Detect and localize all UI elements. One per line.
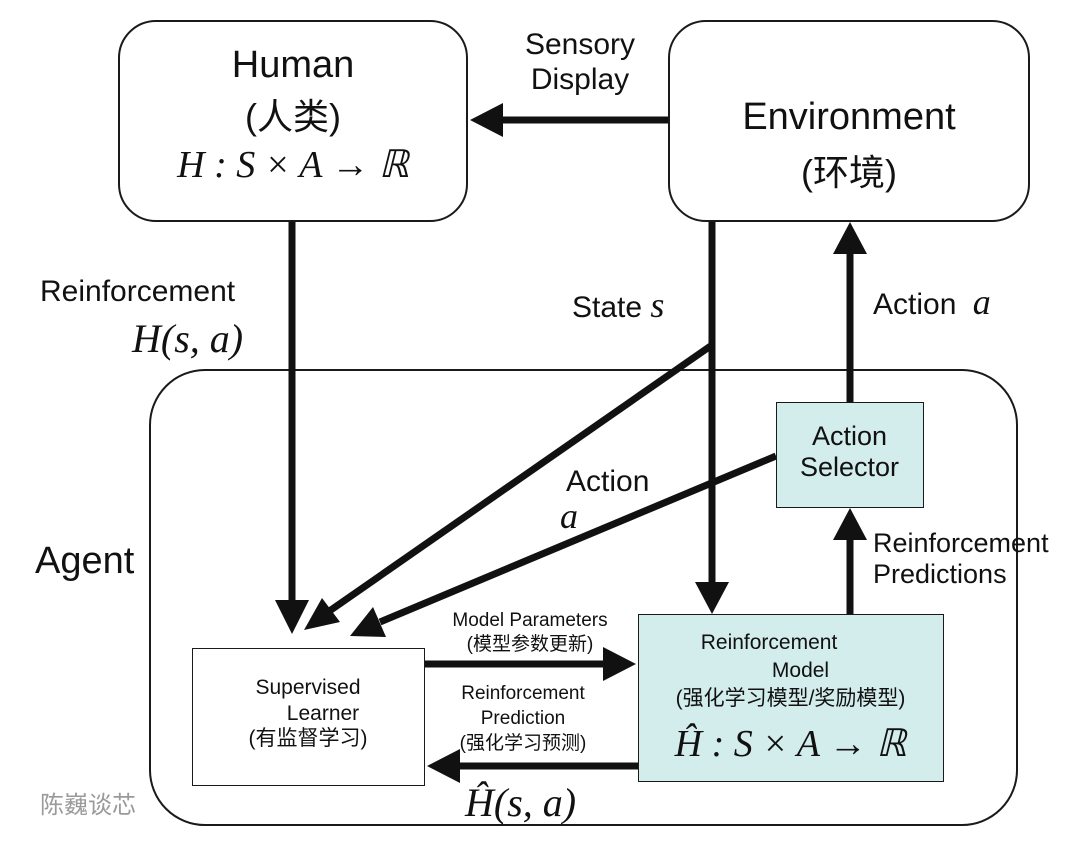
sensory-display-label: Sensory Display	[505, 28, 655, 97]
action-selector-line1: Action	[811, 421, 888, 451]
state-branch-arrowhead	[304, 598, 340, 630]
reinforcement-prediction-label: Reinforcement Prediction (强化学习预测)	[418, 683, 628, 755]
supervised-learner-line2: Learner	[286, 701, 360, 725]
action-top-arrowhead	[833, 222, 867, 254]
sensory-display-arrowhead	[470, 103, 503, 137]
h-hat-formula: Ĥ(s, a)	[465, 780, 577, 825]
action-selector-label: Action Selector	[777, 421, 922, 483]
state-symbol: s	[650, 285, 665, 325]
model-parameters-sublabel: (模型参数更新)	[466, 633, 594, 655]
environment-subtitle: (环境)	[801, 152, 897, 193]
reinforcement-model-line2: Model	[771, 659, 830, 682]
reinforcement-arrowhead	[275, 600, 309, 634]
action-top-label: Action a	[873, 282, 991, 323]
reinforcement-model-line1: Reinforcement	[700, 631, 838, 654]
sensory-display-line2: Display	[530, 62, 630, 96]
supervised-learner-line1: Supervised	[255, 676, 361, 699]
action-mid-symbol: a	[560, 496, 578, 536]
reinforcement-prediction-arrowhead	[427, 749, 460, 783]
reinforcement-prediction-sublabel: (强化学习预测)	[459, 732, 587, 754]
reinforcement-predictions-line2: Predictions	[873, 559, 1007, 590]
human-title: Human	[231, 44, 355, 86]
model-parameters-arrowhead	[603, 647, 636, 681]
model-parameters-label: Model Parameters (模型参数更新)	[425, 610, 635, 656]
reinforcement-predictions-label: Reinforcement Predictions	[873, 528, 1049, 590]
action-mid-label: Action	[566, 465, 650, 498]
action-top-text: Action	[873, 288, 957, 321]
action-selector-line2: Selector	[799, 452, 900, 483]
model-parameters-text: Model Parameters	[452, 610, 608, 631]
reinforcement-prediction-line2: Prediction	[480, 707, 566, 729]
reinforcement-formula: H(s, a)	[132, 316, 244, 361]
action-selector-box: Action Selector	[776, 402, 924, 508]
supervised-learner-label: Supervised Learner (有监督学习)	[193, 675, 423, 752]
reinforcement-model-line3: (强化学习模型/奖励模型)	[675, 687, 906, 710]
human-box: Human (人类) H : S × A → ℝ	[118, 20, 468, 222]
supervised-learner-line3: (有监督学习)	[248, 727, 368, 751]
supervised-learner-box: Supervised Learner (有监督学习)	[192, 648, 425, 786]
state-arrowhead	[695, 582, 729, 614]
reinforcement-prediction-line1: Reinforcement	[461, 683, 585, 704]
action-top-symbol: a	[972, 282, 991, 322]
human-subtitle: (人类)	[245, 96, 341, 137]
reinforcement-model-formula: Ĥ : S × A → ℝ	[674, 723, 907, 765]
reinforcement-predictions-arrowhead	[833, 508, 867, 540]
watermark: 陈巍谈芯	[40, 792, 136, 819]
human-formula: H : S × A → ℝ	[177, 144, 409, 186]
state-branch-line	[326, 342, 714, 615]
environment-title: Environment	[742, 96, 956, 138]
state-label: State s	[572, 285, 664, 326]
sensory-display-line1: Sensory	[524, 28, 636, 61]
agent-label: Agent	[35, 540, 135, 582]
agent-container	[149, 369, 1018, 826]
environment-box: Environment (环境)	[668, 20, 1030, 222]
reinforcement-model-box: Reinforcement Model (强化学习模型/奖励模型) Ĥ : S …	[638, 614, 944, 782]
reinforcement-label: Reinforcement	[40, 275, 236, 308]
state-text: State	[572, 291, 643, 324]
action-mid-line	[378, 452, 778, 626]
action-mid-arrowhead	[350, 607, 386, 637]
reinforcement-predictions-line1: Reinforcement	[873, 528, 1049, 558]
